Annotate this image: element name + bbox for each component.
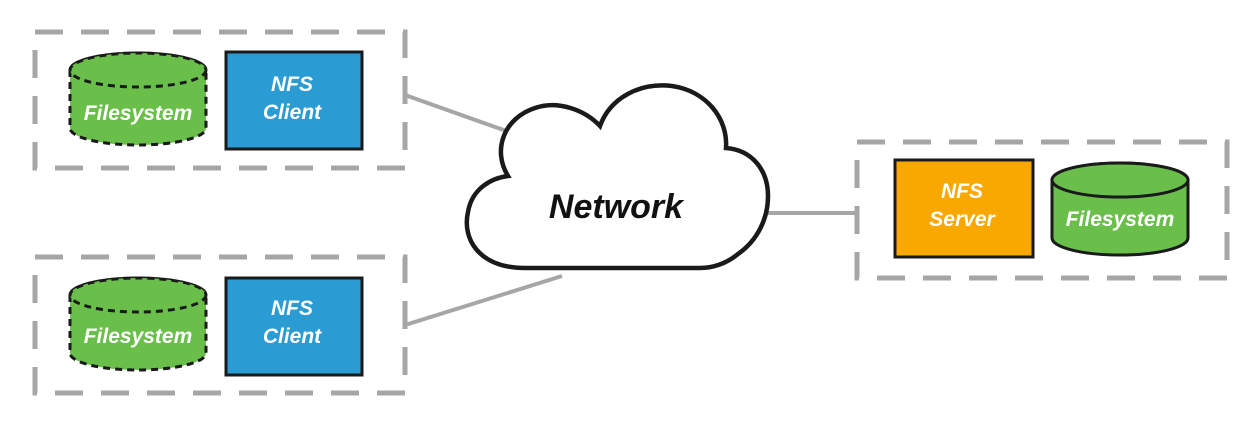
nfs-server-label-line1: NFS — [941, 180, 983, 203]
connector-client2-network — [404, 274, 563, 327]
filesystem-cylinder-top — [1050, 161, 1190, 199]
nfs-client-label-line1: NFS — [271, 297, 313, 320]
client-group-2-boundary — [32, 254, 408, 396]
connector-client1-network — [404, 93, 513, 135]
nfs-client-box-2: NFS Client — [224, 276, 364, 377]
nfs-client-label-line2: Client — [263, 101, 322, 124]
server-group: NFS Server Filesystem — [854, 139, 1230, 281]
filesystem-cylinder-top — [68, 276, 208, 314]
filesystem-label: Filesystem — [84, 102, 193, 125]
nfs-server-box: NFS Server — [893, 158, 1035, 259]
nfs-client-label-line1: NFS — [271, 73, 313, 96]
nfs-client-rect — [224, 276, 364, 377]
client-group-2: Filesystem NFS Client — [32, 254, 408, 396]
client-group-1: Filesystem NFS Client — [32, 29, 408, 171]
filesystem-cylinder-server: Filesystem — [1050, 161, 1190, 257]
nfs-server-rect — [893, 158, 1035, 259]
network-cloud: Network — [464, 83, 771, 271]
nfs-client-label-line2: Client — [263, 325, 322, 348]
cloud-icon — [464, 83, 771, 271]
network-label: Network — [549, 188, 685, 226]
nfs-client-rect — [224, 50, 364, 151]
server-group-boundary — [854, 139, 1230, 281]
filesystem-label: Filesystem — [1066, 208, 1175, 231]
nfs-server-label-line2: Server — [929, 208, 996, 231]
filesystem-cylinder-client-2: Filesystem — [68, 276, 208, 372]
filesystem-cylinder-client-1: Filesystem — [68, 51, 208, 147]
nfs-client-box-1: NFS Client — [224, 50, 364, 151]
filesystem-cylinder-top — [68, 51, 208, 89]
connector-lines — [404, 93, 855, 327]
client-group-1-boundary — [32, 29, 408, 171]
filesystem-label: Filesystem — [84, 325, 193, 348]
